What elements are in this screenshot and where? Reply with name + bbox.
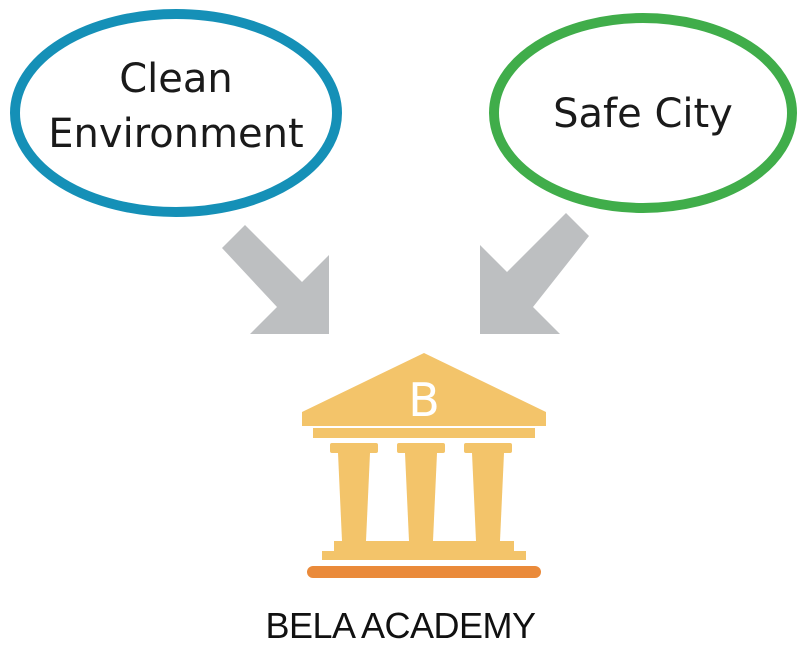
building-base bbox=[307, 566, 541, 578]
building-step-lower bbox=[322, 551, 526, 560]
input-node-safe-city-ellipse bbox=[489, 13, 797, 213]
academy-name-caption: BELA ACADEMY bbox=[265, 605, 536, 646]
building-roof bbox=[302, 353, 546, 426]
column-capital bbox=[330, 443, 378, 453]
input-node-clean-environment-label-line1: Clean bbox=[119, 56, 233, 102]
input-node-clean-environment-label-line2: Environment bbox=[48, 111, 303, 157]
building-beam bbox=[313, 428, 535, 438]
input-node-clean-environment-ellipse bbox=[10, 9, 342, 217]
column-shaft bbox=[472, 453, 504, 541]
building-step-upper bbox=[334, 541, 514, 551]
column-capital bbox=[397, 443, 445, 453]
arrow-left-shape bbox=[222, 225, 329, 334]
bank-building-icon: B bbox=[302, 353, 546, 578]
arrow-left-to-building bbox=[222, 225, 329, 334]
column-capital bbox=[464, 443, 512, 453]
column-shaft bbox=[338, 453, 370, 541]
column-shaft bbox=[405, 453, 437, 541]
building-emblem: B bbox=[408, 373, 440, 427]
input-node-safe-city-label: Safe City bbox=[553, 91, 733, 137]
input-node-clean-environment: Clean Environment bbox=[10, 9, 342, 217]
input-node-safe-city: Safe City bbox=[489, 13, 797, 213]
arrow-right-to-building bbox=[480, 213, 589, 334]
arrow-right-shape bbox=[480, 213, 589, 334]
